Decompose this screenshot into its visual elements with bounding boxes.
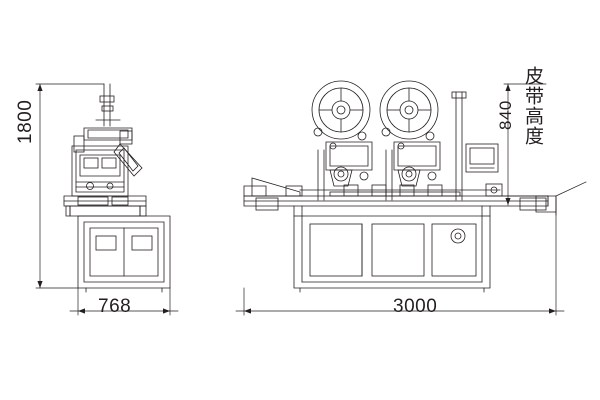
left-view-side-elevation — [63, 83, 171, 293]
dimension-lines — [35, 83, 587, 316]
dimension-label-768: 768 — [98, 296, 132, 317]
right-view-front-elevation — [243, 80, 557, 293]
dimension-label-3000: 3000 — [393, 296, 438, 317]
dimension-label-1800: 1800 — [15, 99, 36, 144]
dimension-label-840: 840 — [496, 100, 515, 130]
dimension-label-belt-height-note: 皮带高度 — [522, 66, 543, 146]
